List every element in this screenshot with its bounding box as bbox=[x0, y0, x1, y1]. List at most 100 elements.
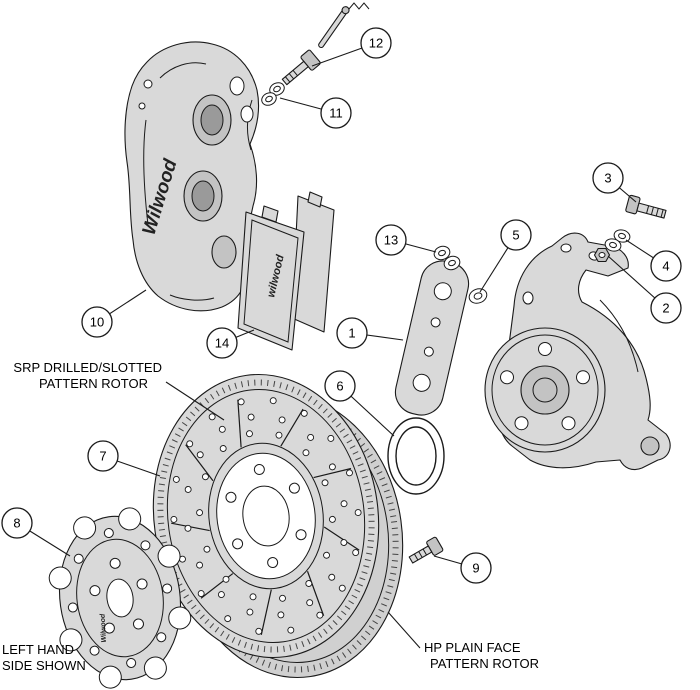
retaining-ring-6 bbox=[387, 417, 445, 495]
callout-2: 2 bbox=[607, 255, 682, 324]
callout-14: 14 bbox=[206, 327, 255, 359]
callout-number: 7 bbox=[99, 449, 106, 464]
callout-number: 1 bbox=[348, 326, 355, 341]
callout-7: 7 bbox=[87, 440, 161, 477]
rotor-srp-drilled bbox=[152, 373, 380, 659]
bracket-hole bbox=[412, 373, 431, 392]
callout-number: 4 bbox=[662, 259, 669, 274]
callout-number: 9 bbox=[472, 561, 479, 576]
bracket-hole bbox=[433, 282, 452, 301]
nut-2 bbox=[593, 247, 611, 263]
callout-circle bbox=[206, 327, 238, 359]
spindle-assembly bbox=[484, 232, 671, 471]
rotor-drill-holes bbox=[184, 413, 348, 619]
callout-1: 1 bbox=[336, 317, 404, 349]
side-label-line1: LEFT HAND bbox=[2, 642, 74, 657]
callout-number: 5 bbox=[512, 228, 519, 243]
bleed-screw bbox=[138, 102, 146, 110]
hat-center-hole bbox=[106, 578, 134, 618]
callout-13: 13 bbox=[375, 224, 437, 256]
callout-circle bbox=[320, 97, 352, 129]
caliper-rib bbox=[169, 294, 215, 301]
callout-circle bbox=[81, 306, 113, 338]
washers-4 bbox=[604, 229, 631, 252]
hp-rotor-edge-vanes bbox=[181, 399, 399, 673]
pad-friction-outline bbox=[243, 219, 299, 343]
callout-number: 13 bbox=[384, 233, 398, 248]
caliper-bracket bbox=[394, 260, 470, 416]
callout-number: 3 bbox=[604, 171, 611, 186]
pad-front-tab bbox=[261, 205, 279, 223]
rotor-register bbox=[242, 485, 290, 547]
rotor-mount-holes bbox=[225, 463, 307, 569]
callout-8: 8 bbox=[1, 507, 71, 557]
callout-9: 9 bbox=[433, 552, 492, 584]
callout-6: 6 bbox=[324, 370, 395, 437]
callout-number: 12 bbox=[369, 36, 383, 51]
callout-4: 4 bbox=[625, 239, 682, 282]
pad-front bbox=[237, 211, 305, 351]
rotor-drill-holes bbox=[170, 397, 362, 635]
callout-circle bbox=[650, 292, 682, 324]
caliper-mount-hole bbox=[229, 76, 245, 96]
hat-lug-holes bbox=[89, 557, 148, 634]
rotor-hat: Wilwood bbox=[48, 507, 192, 689]
bolt-12 bbox=[281, 49, 321, 86]
hp-label-leader bbox=[387, 611, 421, 649]
bolt-3 bbox=[625, 194, 667, 219]
labels: SRP DRILLED/SLOTTED PATTERN ROTOR HP PLA… bbox=[2, 360, 539, 673]
rotor-drill-holes bbox=[196, 430, 336, 602]
piston bbox=[200, 104, 224, 136]
washer-5 bbox=[468, 288, 488, 304]
callout-circle bbox=[360, 27, 392, 59]
callout-number: 11 bbox=[329, 106, 343, 121]
callout-12: 12 bbox=[311, 27, 392, 67]
srp-label-line2: PATTERN ROTOR bbox=[39, 376, 148, 391]
callout-circle bbox=[1, 507, 33, 539]
spindle-hardware bbox=[593, 194, 667, 263]
bolt-9 bbox=[408, 536, 444, 564]
retainer-clip bbox=[348, 2, 370, 10]
bleed-screw bbox=[143, 79, 153, 89]
caliper-mount-hole bbox=[240, 105, 254, 123]
hat-scallop-notches bbox=[48, 507, 192, 689]
callout-circle bbox=[592, 162, 624, 194]
guide-pin bbox=[318, 2, 370, 49]
wheel-studs bbox=[500, 342, 590, 431]
callout-number: 14 bbox=[215, 336, 229, 351]
hat-brand-text: Wilwood bbox=[100, 613, 109, 643]
srp-label-line1: SRP DRILLED/SLOTTED bbox=[13, 360, 162, 375]
callout-circle bbox=[650, 250, 682, 282]
friction-band-inner bbox=[208, 442, 324, 590]
shim-washers-13 bbox=[433, 245, 461, 271]
friction-band-outer bbox=[166, 388, 366, 644]
hub-center-cap bbox=[520, 365, 570, 415]
callout-circle bbox=[500, 219, 532, 251]
hp-label-line2: PATTERN ROTOR bbox=[430, 656, 539, 671]
brake-pads: wilwood bbox=[237, 191, 335, 351]
callouts: 1 2 3 4 5 6 7 bbox=[1, 27, 682, 584]
side-label-line2: SIDE SHOWN bbox=[2, 658, 86, 673]
caliper-rib bbox=[246, 99, 253, 151]
spindle-contour-line bbox=[599, 299, 639, 373]
pad-back-tab bbox=[307, 191, 323, 208]
spindle-mount-hole bbox=[560, 243, 572, 253]
bracket-plate bbox=[394, 260, 470, 416]
callout-number: 6 bbox=[336, 379, 343, 394]
callout-3: 3 bbox=[592, 162, 637, 203]
callout-circle bbox=[460, 552, 492, 584]
hub-center-detail bbox=[532, 377, 558, 403]
callout-11: 11 bbox=[279, 97, 352, 129]
rotor-edge-vanes bbox=[157, 379, 375, 653]
callout-10: 10 bbox=[81, 289, 147, 338]
callout-circle bbox=[87, 440, 119, 472]
caliper: Wilwood bbox=[124, 41, 260, 312]
callout-circle bbox=[324, 370, 356, 402]
callout-circle bbox=[336, 317, 368, 349]
caliper-rib bbox=[159, 62, 207, 79]
washers-11 bbox=[261, 82, 285, 106]
piston bbox=[191, 180, 215, 212]
spindle-mount-hole bbox=[522, 291, 534, 305]
hat-step-ring bbox=[76, 538, 164, 658]
srp-label-leader bbox=[165, 381, 225, 421]
